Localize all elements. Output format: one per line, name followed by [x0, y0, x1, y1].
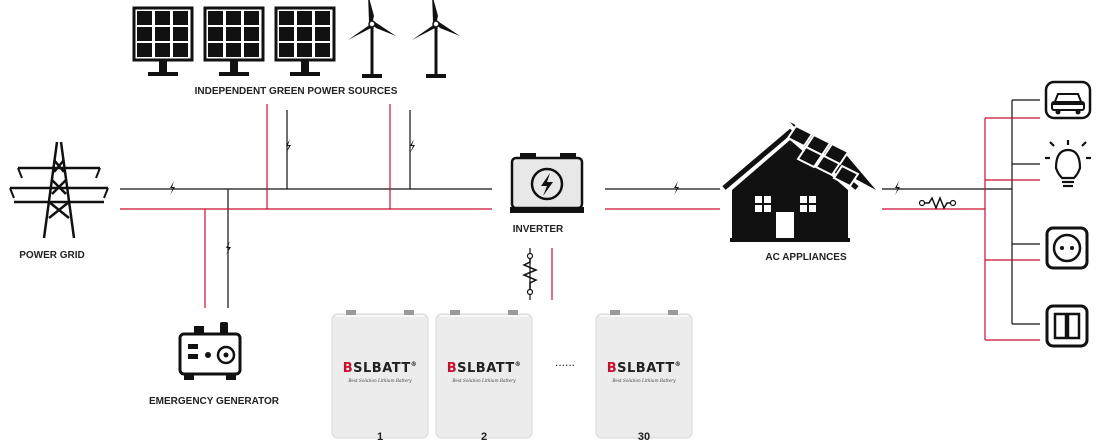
power-grid-label: POWER GRID	[19, 250, 85, 261]
transmission-tower-icon	[9, 141, 109, 239]
battery-ellipsis: ......	[555, 355, 575, 369]
solar-panel-icon	[132, 6, 194, 78]
dc-wiring	[120, 104, 1040, 341]
emergency-generator-label: EMERGENCY GENERATOR	[149, 396, 280, 407]
wind-turbine-icon	[346, 0, 398, 80]
wind-turbine-icon	[410, 0, 462, 80]
wall-socket-icon	[1045, 226, 1089, 270]
battery-unit: BSLBATT® Best Solution Lithium Battery	[435, 309, 533, 439]
lightning-icon	[674, 181, 679, 195]
lightning-icon	[895, 181, 900, 195]
battery-brand-logo: BSLBATT®	[447, 361, 522, 376]
battery-unit: BSLBATT® Best Solution Lithium Battery	[331, 309, 429, 439]
battery-unit: BSLBATT® Best Solution Lithium Battery	[595, 309, 693, 439]
resistor-icon	[918, 195, 957, 211]
battery-brand-logo: BSLBATT®	[343, 361, 418, 376]
battery-tagline: Best Solution Lithium Battery	[611, 378, 676, 383]
resistor-icon	[522, 252, 538, 296]
solar-panel-icon	[274, 6, 336, 78]
inverter-label: INVERTER	[513, 224, 564, 235]
house-solar-icon	[722, 122, 876, 242]
lightning-icon	[170, 181, 175, 195]
green-sources-label: INDEPENDENT GREEN POWER SOURCES	[195, 86, 398, 97]
battery-tagline: Best Solution Lithium Battery	[347, 378, 412, 383]
battery-number: 2	[481, 431, 487, 443]
solar-panel-icon	[203, 6, 265, 78]
ac-appliances-label: AC APPLIANCES	[765, 252, 847, 263]
lightning-icon	[410, 139, 415, 153]
inverter-icon	[510, 153, 584, 213]
car-icon	[1044, 80, 1092, 120]
battery-brand-logo: BSLBATT®	[607, 361, 682, 376]
light-bulb-icon	[1045, 140, 1091, 188]
battery-number: 1	[377, 431, 383, 443]
battery-number: 30	[638, 431, 650, 443]
light-switch-icon	[1045, 304, 1089, 348]
battery-tagline: Best Solution Lithium Battery	[451, 378, 516, 383]
generator-icon	[178, 322, 242, 380]
